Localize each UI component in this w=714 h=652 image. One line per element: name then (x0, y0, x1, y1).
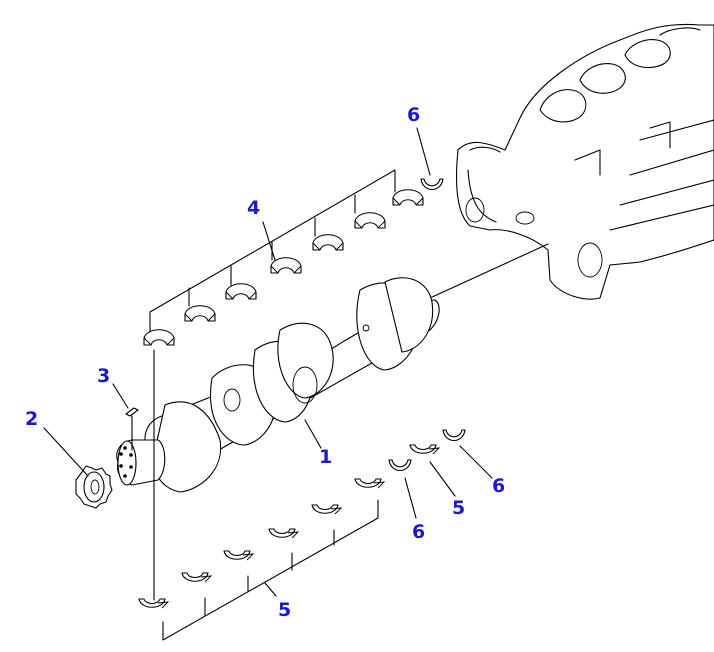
thrust-washer-top (420, 178, 444, 191)
key (125, 407, 139, 417)
lower-bearing-set (138, 478, 385, 609)
callout-5-bottom: 5 (278, 599, 291, 621)
leader-3 (112, 383, 129, 409)
leader-2 (43, 427, 89, 477)
centerline (429, 243, 549, 299)
gear (75, 465, 113, 509)
crankshaft (116, 277, 440, 493)
callout-3: 3 (97, 365, 110, 387)
cylinder-block (456, 23, 714, 300)
callout-6-lower-a: 6 (412, 521, 425, 543)
lower-bearing-single (409, 444, 440, 455)
callout-4: 4 (247, 197, 260, 219)
thrust-washer-lower-a (388, 459, 412, 472)
callout-5-right: 5 (452, 497, 465, 519)
leader-6-top (416, 127, 431, 176)
callout-6-lower-b: 6 (492, 475, 505, 497)
thrust-washer-lower-b (442, 429, 466, 442)
callout-2: 2 (25, 408, 38, 430)
callout-6-top: 6 (407, 104, 420, 126)
leader-1 (304, 419, 322, 449)
callout-1: 1 (319, 446, 332, 468)
leader-4 (262, 221, 276, 261)
leader-5-bottom (264, 582, 277, 597)
